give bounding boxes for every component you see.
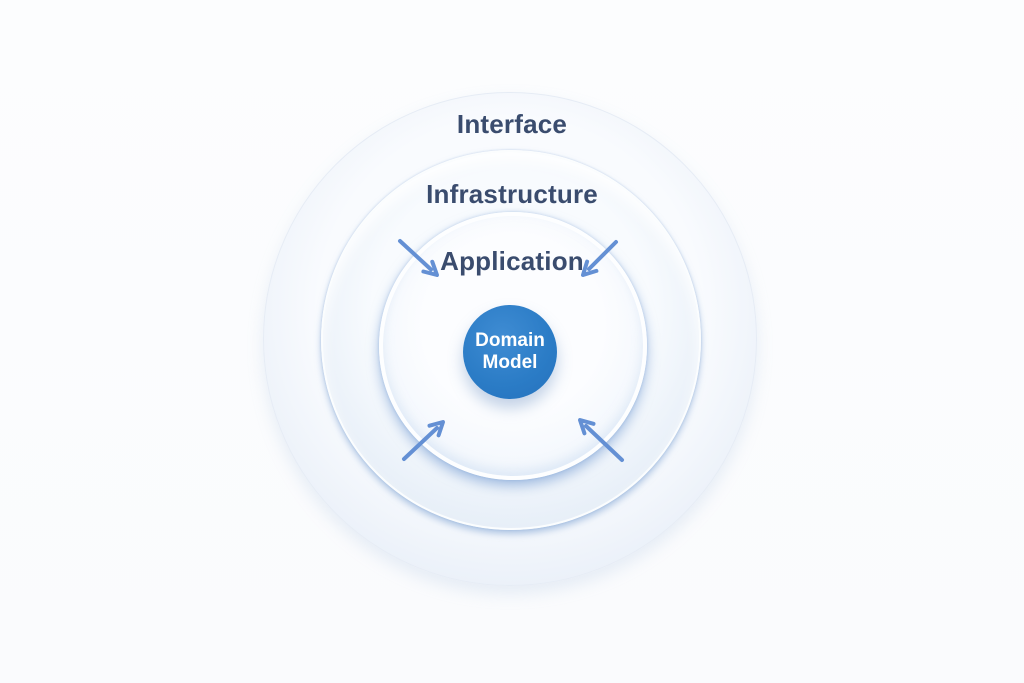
layer-label-application: Application	[440, 246, 584, 276]
layer-circle-domain-model: Domain Model	[463, 305, 557, 399]
domain-model-label: Domain Model	[475, 329, 545, 373]
layer-label-infrastructure: Infrastructure	[426, 179, 598, 209]
layer-label-interface: Interface	[456, 109, 568, 139]
